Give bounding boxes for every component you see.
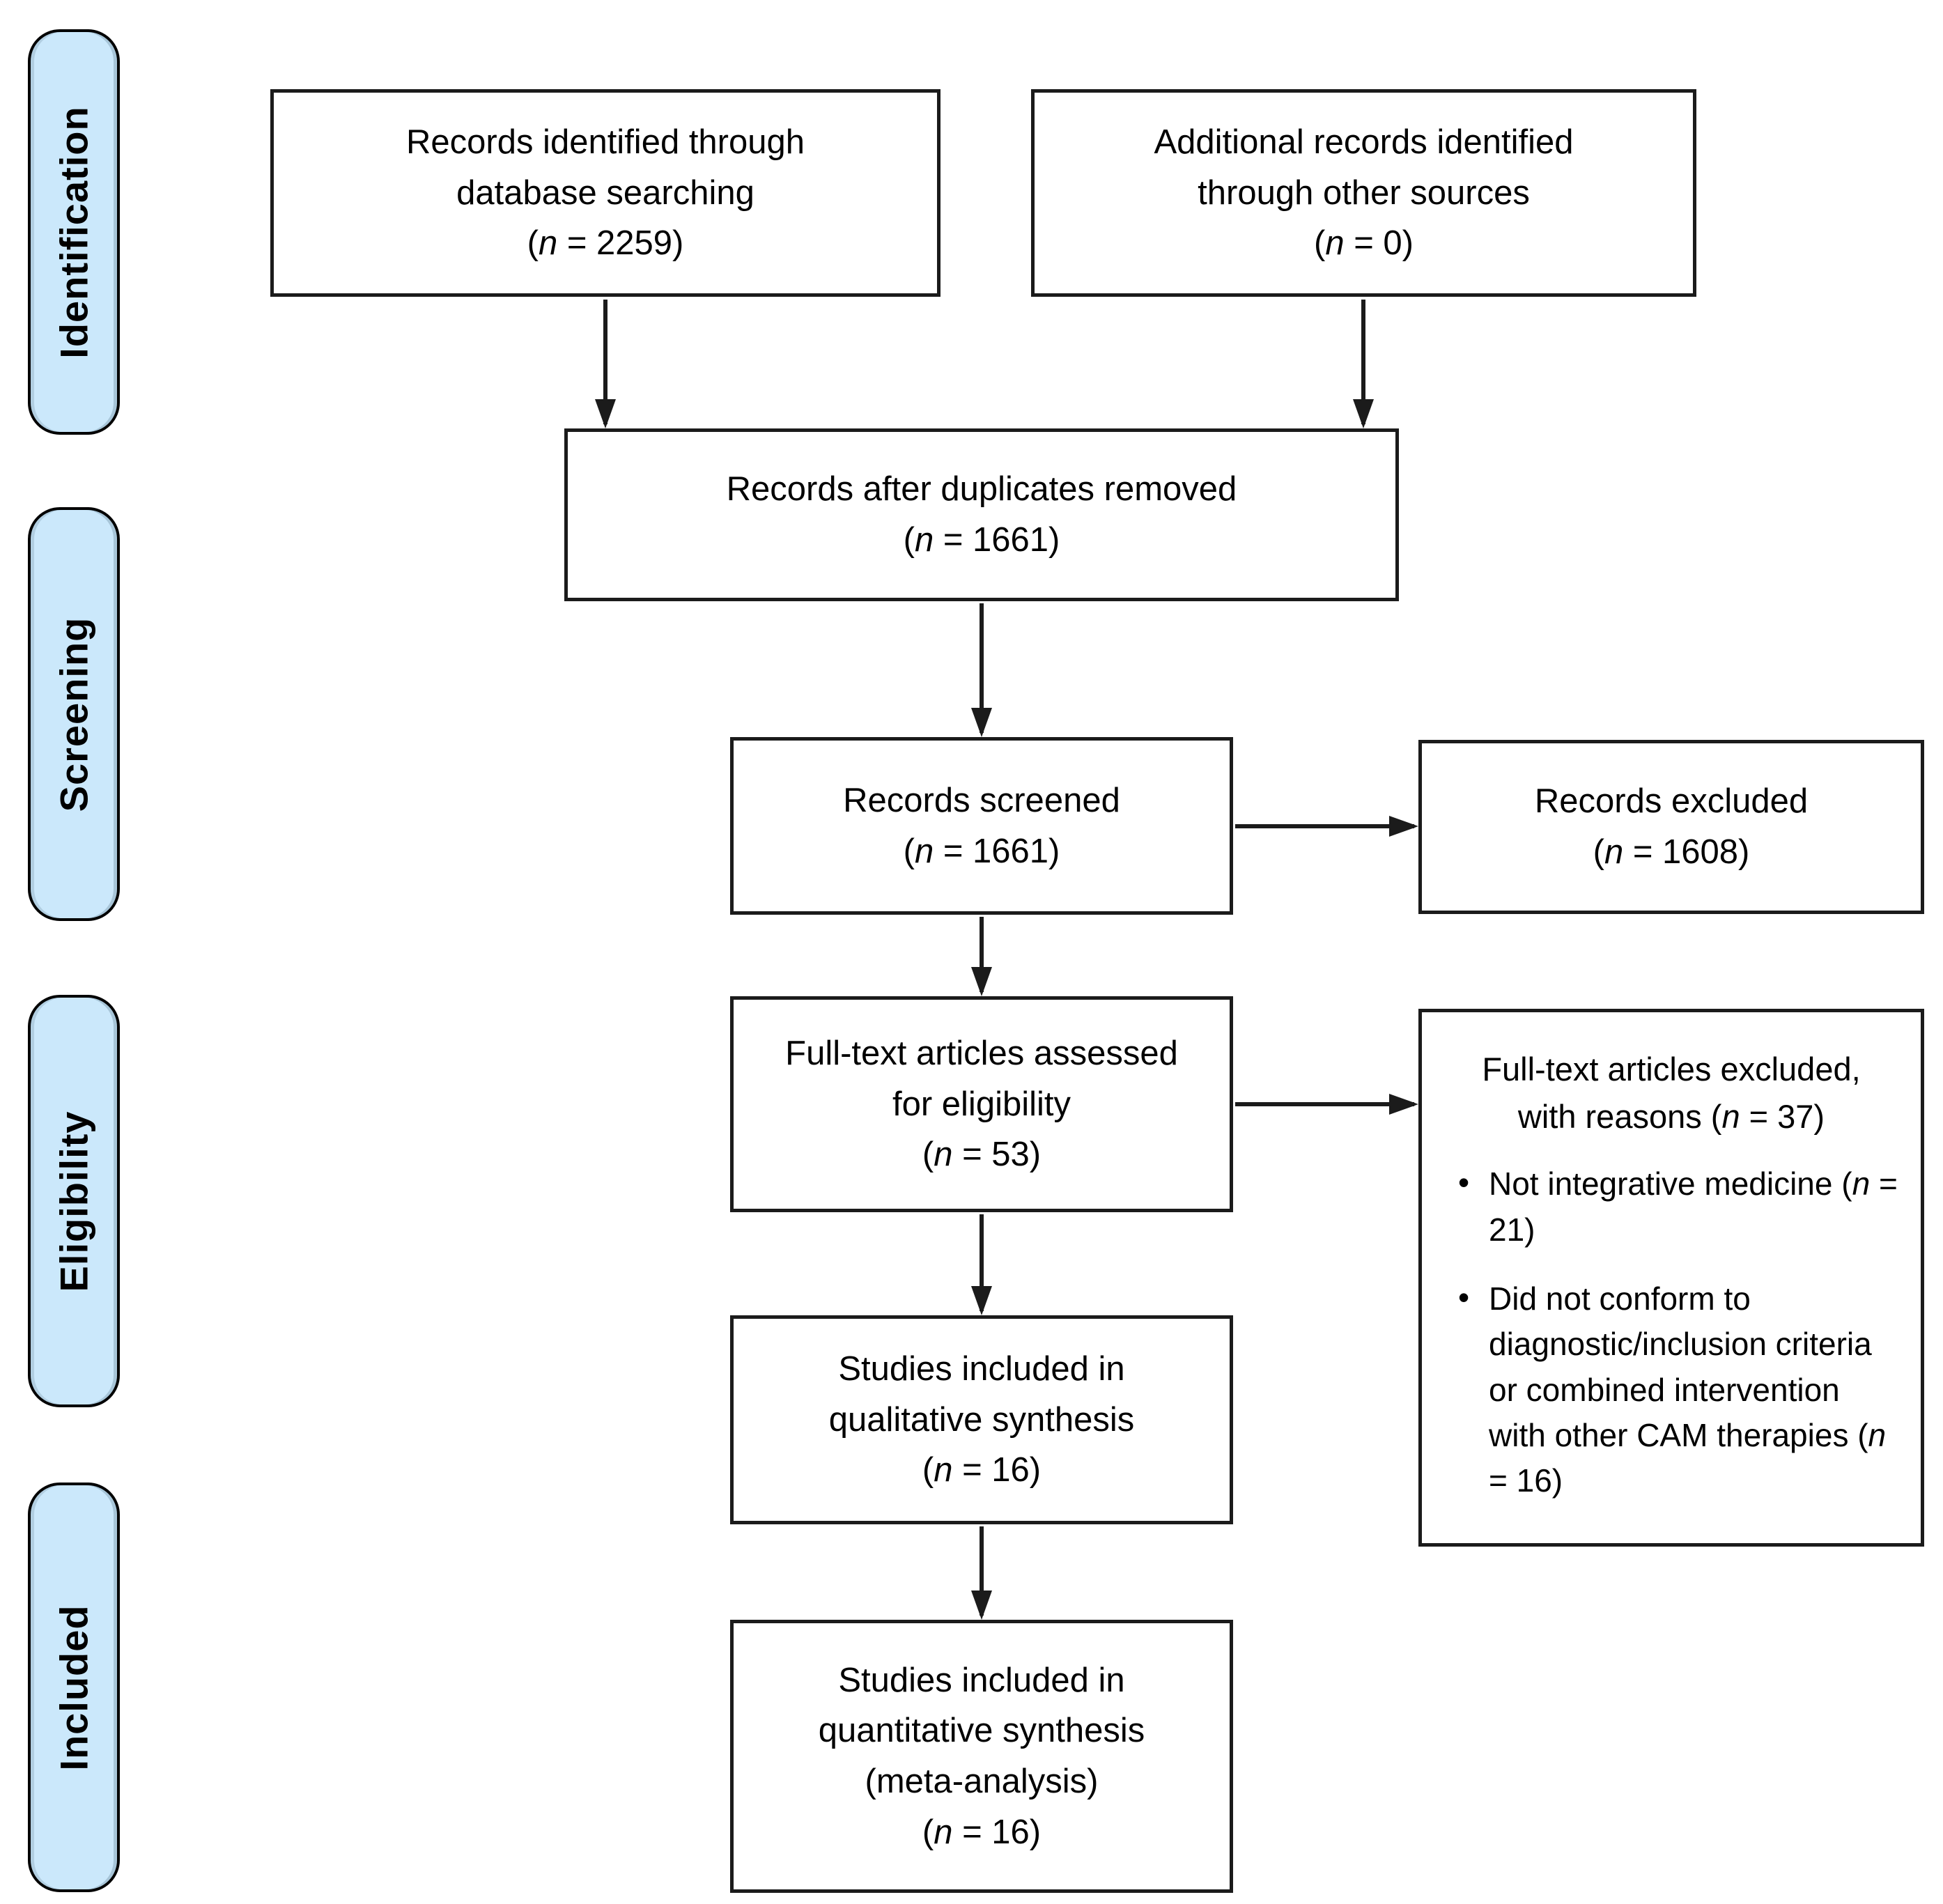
box-additional-records: Additional records identified through ot… — [1031, 89, 1696, 297]
count-line: with reasons (n = 37) — [1434, 1093, 1908, 1140]
exclusion-reason-item: Not integrative medicine (n = 21) — [1454, 1160, 1904, 1253]
text-line: Full-text articles assessed — [785, 1035, 1178, 1073]
count-value: = 1661) — [934, 521, 1060, 559]
text-line: Full-text articles excluded, — [1482, 1051, 1861, 1088]
count-open: ( — [922, 1451, 934, 1489]
count-variable: n — [538, 224, 558, 263]
count-value: = 21) — [1489, 1166, 1898, 1248]
count-value: = 16) — [1489, 1462, 1563, 1499]
count-open: ( — [1313, 224, 1326, 263]
box-quantitative-synthesis: Studies included in quantitative synthes… — [730, 1620, 1233, 1893]
text-line: quantitative synthesis — [818, 1712, 1145, 1750]
reason-text: Did not conform to diagnostic/inclusion … — [1489, 1280, 1872, 1453]
box-qualitative-synthesis: Studies included in qualitative synthesi… — [730, 1315, 1233, 1524]
count-variable: n — [1852, 1166, 1871, 1202]
count-value: = 16) — [952, 1451, 1042, 1489]
box-records-identified: Records identified through database sear… — [270, 89, 940, 297]
count-variable: n — [1721, 1098, 1740, 1136]
exclusion-reasons-list: Not integrative medicine (n = 21) Did no… — [1434, 1160, 1908, 1527]
box-records-screened: Records screened (n = 1661) — [730, 737, 1233, 915]
count-line: (n = 0) — [1050, 218, 1678, 269]
reason-text: Not integrative medicine ( — [1489, 1166, 1852, 1202]
text-line: Records identified through — [405, 123, 805, 162]
text-line: qualitative synthesis — [828, 1400, 1135, 1439]
count-line: (n = 16) — [749, 1445, 1214, 1496]
count-variable: n — [934, 1451, 953, 1489]
exclusion-reason-item: Did not conform to diagnostic/inclusion … — [1454, 1275, 1904, 1504]
count-line: (n = 1608) — [1437, 827, 1905, 878]
count-line: (n = 53) — [749, 1129, 1214, 1180]
text-line: Records after duplicates removed — [726, 470, 1237, 509]
text-line: Records screened — [843, 781, 1120, 819]
count-open: with reasons ( — [1517, 1098, 1722, 1136]
stage-pill-screening: Screening — [28, 507, 120, 921]
text-line: database searching — [456, 173, 754, 212]
count-line: (n = 2259) — [289, 218, 922, 269]
count-value: = 53) — [952, 1136, 1042, 1174]
count-value: = 2259) — [557, 224, 684, 263]
stage-pill-eligibility: Eligibility — [28, 995, 120, 1407]
box-records-excluded: Records excluded (n = 1608) — [1418, 740, 1924, 914]
count-variable: n — [934, 1136, 953, 1174]
text-line: Studies included in — [838, 1661, 1125, 1699]
text-line: for eligibility — [892, 1085, 1071, 1123]
count-line: (n = 1661) — [583, 515, 1380, 566]
count-open: ( — [922, 1813, 934, 1851]
count-variable: n — [1868, 1416, 1887, 1453]
count-variable: n — [914, 521, 934, 559]
text-line: (meta-analysis) — [865, 1763, 1099, 1800]
stage-label-screening: Screening — [52, 617, 96, 812]
count-value: = 0) — [1344, 224, 1414, 263]
text-line: through other sources — [1198, 173, 1530, 212]
text-line: Records excluded — [1534, 782, 1809, 821]
stage-label-included: Included — [52, 1604, 96, 1771]
stage-pill-identification: Identification — [28, 29, 120, 435]
count-open: ( — [1593, 833, 1604, 871]
count-line: (n = 1661) — [749, 826, 1214, 877]
count-variable: n — [914, 832, 934, 870]
count-value: = 16) — [952, 1813, 1042, 1851]
count-variable: n — [934, 1813, 953, 1851]
count-variable: n — [1604, 833, 1624, 871]
count-value: = 1608) — [1623, 833, 1750, 871]
box-fulltext-excluded: Full-text articles excluded, with reason… — [1418, 1009, 1924, 1547]
count-variable: n — [1325, 224, 1345, 263]
count-value: = 1661) — [934, 832, 1060, 870]
box-fulltext-assessed: Full-text articles assessed for eligibil… — [730, 996, 1233, 1212]
stage-pill-included: Included — [28, 1483, 120, 1892]
count-value: = 37) — [1740, 1098, 1825, 1136]
count-open: ( — [527, 224, 539, 263]
stage-label-identification: Identification — [52, 105, 96, 359]
box-records-after-duplicates: Records after duplicates removed (n = 16… — [564, 428, 1399, 601]
stage-label-eligibility: Eligibility — [52, 1110, 96, 1292]
count-open: ( — [903, 832, 915, 870]
count-line: (n = 16) — [749, 1807, 1214, 1858]
count-open: ( — [903, 521, 915, 559]
count-open: ( — [922, 1136, 934, 1174]
text-line: Additional records identified — [1154, 123, 1574, 162]
text-line: Studies included in — [838, 1350, 1125, 1388]
